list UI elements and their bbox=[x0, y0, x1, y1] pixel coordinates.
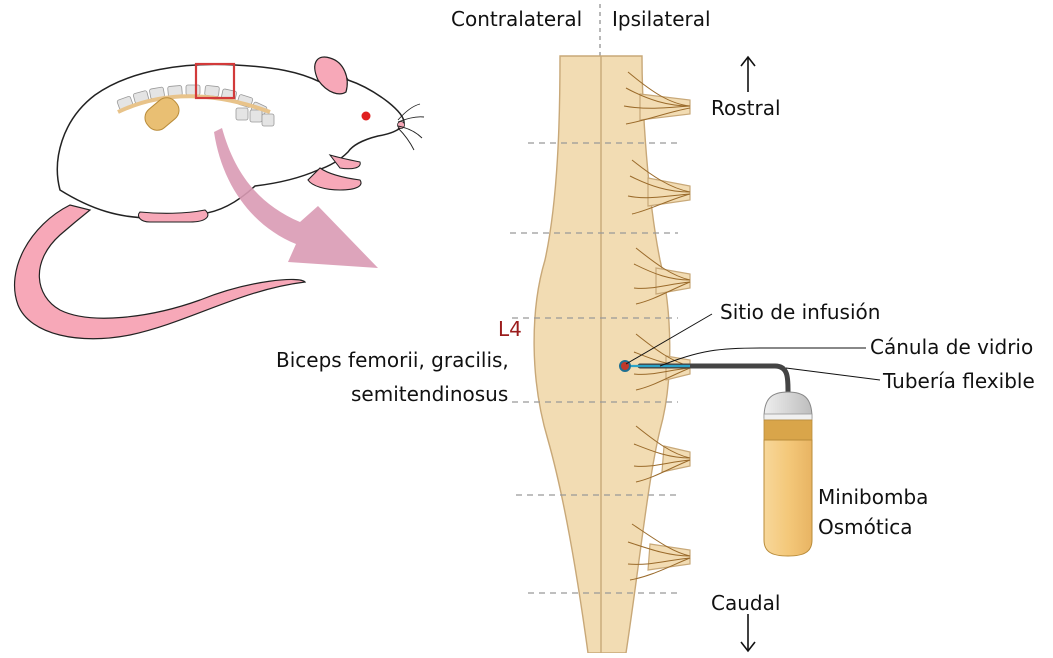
rostral-label: Rostral bbox=[711, 97, 781, 120]
caudal-label: Caudal bbox=[711, 592, 780, 615]
ipsilateral-label: Ipsilateral bbox=[612, 8, 711, 31]
cannula-label: Cánula de vidrio bbox=[870, 336, 1033, 359]
arrow-down-icon bbox=[741, 614, 755, 651]
spinal-cord bbox=[510, 56, 690, 653]
arrow-up-icon bbox=[741, 57, 755, 92]
pump-label-line1: Minibomba bbox=[818, 486, 928, 509]
rat-eye bbox=[362, 112, 371, 121]
segment-label: L4 bbox=[498, 318, 522, 341]
muscles-label-line2: semitendinosus bbox=[351, 383, 508, 406]
nerve-root-3 bbox=[656, 268, 690, 294]
rat-front-paw bbox=[308, 168, 361, 190]
contralateral-label: Contralateral bbox=[451, 8, 582, 31]
nerve-root-5 bbox=[662, 446, 690, 472]
infusion-site-label: Sitio de infusión bbox=[720, 301, 880, 324]
pump-label-line2: Osmótica bbox=[818, 516, 913, 539]
rat-illustration bbox=[15, 57, 424, 339]
tubing-label: Tubería flexible bbox=[883, 370, 1035, 393]
pump-cap-ring bbox=[764, 414, 812, 420]
muscles-label-line1: Biceps femorii, gracilis, bbox=[276, 349, 509, 372]
rat-whiskers bbox=[398, 104, 424, 150]
cannula-leader bbox=[660, 348, 866, 366]
pump-body bbox=[764, 440, 812, 556]
osmotic-minipump bbox=[764, 392, 812, 556]
pump-band bbox=[764, 420, 812, 440]
tubing-leader bbox=[786, 368, 880, 380]
rat-body bbox=[57, 64, 404, 218]
rat-tail bbox=[15, 205, 305, 339]
